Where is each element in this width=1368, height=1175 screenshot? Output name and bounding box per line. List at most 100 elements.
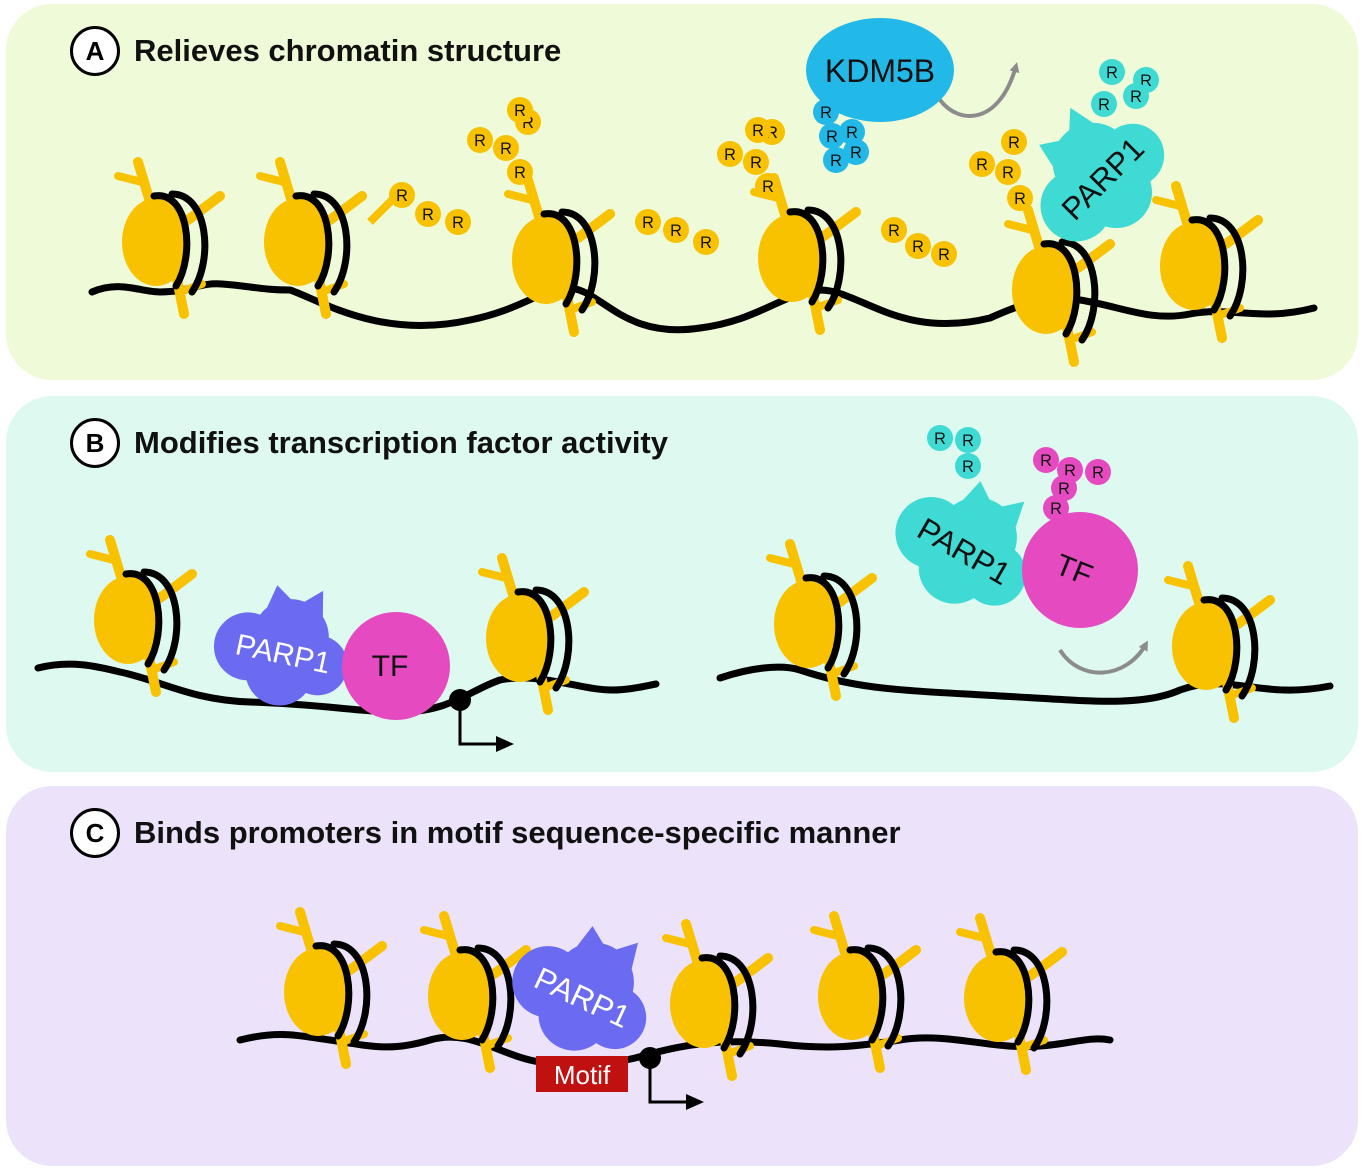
par-unit-label: R [700, 234, 712, 252]
par-unit-label: R [938, 246, 950, 264]
par-unit-label: R [1040, 452, 1052, 470]
parp1-protein: PARP1 [213, 585, 348, 706]
panel-c-letter: C [70, 808, 120, 858]
par-unit-label: R [670, 222, 682, 240]
dna-wrap [1218, 594, 1259, 700]
histone-core [1160, 222, 1228, 310]
par-unit-circle [445, 209, 471, 235]
par-unit-label: R [474, 132, 486, 150]
par-unit-label: R [514, 102, 526, 120]
par-unit-label: R [1008, 134, 1020, 152]
par-unit-a: R [415, 201, 441, 227]
par-unit-label: R [820, 104, 832, 122]
release-arrow-icon [938, 62, 1020, 118]
panel-b-title: Modifies transcription factor activity [134, 425, 668, 460]
par-unit-label: R [1014, 190, 1026, 208]
nucleosome-icon [420, 911, 531, 1073]
par-unit-a: R [663, 217, 689, 243]
par-unit-label: R [888, 222, 900, 240]
nucleosome-icon [478, 553, 589, 715]
parp1-lobe [568, 926, 639, 985]
panel-b-letter: B [70, 418, 120, 468]
panel-c-title: Binds promoters in motif sequence-specif… [134, 815, 901, 850]
histone-core [818, 952, 886, 1040]
par-unit-a: R [507, 159, 533, 185]
histone-core [284, 948, 352, 1036]
par-unit-parp1: R [955, 453, 981, 479]
par-unit-a: R [693, 229, 719, 255]
par-unit-label: R [396, 187, 408, 205]
histone-tail [1164, 576, 1196, 590]
histone-core [964, 954, 1032, 1042]
histone-tail [1073, 239, 1115, 273]
histone-tail [573, 209, 615, 243]
histone-tail [86, 550, 118, 564]
histone-tail [114, 172, 146, 186]
histone-tail [835, 573, 877, 607]
par-unit-circle [995, 159, 1021, 185]
parp1-protein: PARP1 [1039, 107, 1165, 242]
dna-wrap [312, 942, 353, 1040]
kdm5b-label: KDM5B [825, 53, 935, 89]
par-unit-a: R [507, 97, 533, 123]
histone-tail [420, 926, 452, 940]
par-unit-label: R [850, 144, 862, 162]
par-unit-parp1: R [927, 425, 953, 451]
parp1-lobe [262, 585, 324, 632]
par-unit-a: R [717, 141, 743, 167]
par-unit-circle [927, 425, 953, 451]
nucleosome-icon [1004, 205, 1115, 367]
par-unit-label: R [1106, 64, 1118, 82]
transcription-start-arrowhead [686, 1094, 704, 1110]
histone-tail [489, 945, 531, 979]
panel-a-letter: A [70, 26, 120, 76]
histone-tail [662, 934, 694, 948]
parp1-lobe [954, 481, 1025, 543]
par-unit-label: R [762, 178, 774, 196]
parp1-protein: PARP1 [512, 926, 647, 1051]
par-unit-circle [693, 229, 719, 255]
par-unit-kdm5b: R [813, 99, 839, 125]
par-unit-label: R [766, 124, 778, 142]
tf-protein [342, 612, 450, 720]
release-arrow-icon [1058, 640, 1148, 675]
par-unit-label: R [976, 156, 988, 174]
par-unit-circle [663, 217, 689, 243]
par-unit-kdm5b: R [819, 123, 845, 149]
par-unit-circle [1085, 459, 1111, 485]
histone-tail [1221, 215, 1263, 249]
nucleosome-icon [956, 913, 1067, 1075]
par-unit-circle [755, 173, 781, 199]
histone-tail [155, 569, 197, 603]
par-unit-circle [467, 127, 493, 153]
par-unit-tf: R [1085, 459, 1111, 485]
nucleosome-icon [750, 173, 861, 335]
par-unit-circle [813, 99, 839, 125]
par-unit-a: R [445, 209, 471, 235]
nucleosome-icon [766, 539, 877, 701]
histone-tail [478, 568, 510, 582]
dna-wrap [532, 586, 573, 692]
dna-wrap [1200, 596, 1241, 694]
dna-wrap [1206, 214, 1247, 320]
dna-wrap [716, 952, 757, 1058]
histone-tail [276, 922, 308, 936]
par-unit-a: R [743, 149, 769, 175]
par-unit-circle [1001, 129, 1027, 155]
par-chain-link [367, 197, 395, 225]
par-unit-kdm5b: R [839, 119, 865, 145]
par-unit-circle [839, 119, 865, 145]
par-unit-parp1: R [955, 427, 981, 453]
nucleosome-icon [114, 157, 225, 319]
panel-a-title: Relieves chromatin structure [134, 33, 562, 68]
par-unit-tf: R [1051, 475, 1077, 501]
par-unit-parp1: R [1091, 91, 1117, 117]
par-unit-kdm5b: R [823, 147, 849, 173]
par-unit-circle [745, 117, 771, 143]
transcription-start-arrow-icon [458, 710, 498, 746]
par-unit-label: R [912, 238, 924, 256]
histone-tail [1233, 595, 1275, 629]
parp1-lobe [1039, 107, 1106, 178]
histone-tail [256, 172, 288, 186]
parp1-protein: PARP1 [895, 481, 1027, 606]
